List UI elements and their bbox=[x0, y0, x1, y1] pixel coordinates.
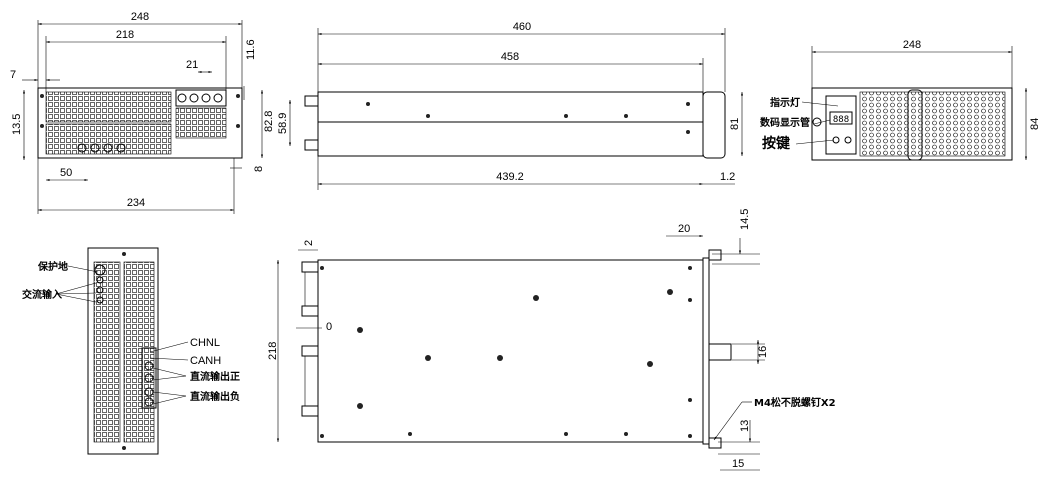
label-dc-positive: 直流输出正 bbox=[190, 370, 240, 383]
dim-length-to-handle: 439.2 bbox=[496, 171, 524, 183]
dim-inner-height: 58.9 bbox=[277, 113, 289, 134]
label-screw: M4松不脱螺钉X2 bbox=[754, 396, 836, 409]
dim-side-height: 82.8 bbox=[263, 111, 275, 132]
dim-rear-width: 248 bbox=[903, 39, 921, 51]
label-dc-negative: 直流输出负 bbox=[190, 390, 240, 403]
label-ac-input: 交流输入 bbox=[22, 288, 62, 301]
dim-left-offset: 7 bbox=[10, 69, 16, 81]
dim-height: 13.5 bbox=[11, 114, 23, 135]
dim-screw-offset: 20 bbox=[678, 223, 690, 235]
label-canh: CANH bbox=[190, 355, 221, 367]
dim-top-offset: 11.6 bbox=[245, 39, 257, 60]
panel-view: 保护地 交流输入 CHNL CANH 直流输出正 直流输出负 bbox=[22, 247, 240, 455]
dim-bottom-width: 50 bbox=[60, 167, 72, 179]
dim-depth: 218 bbox=[267, 342, 279, 360]
dim-zero: 0 bbox=[326, 321, 332, 333]
dim-overall-length: 460 bbox=[513, 21, 531, 33]
label-chnl: CHNL bbox=[190, 337, 220, 349]
digital-display: 888 bbox=[833, 115, 849, 125]
label-indicator: 指示灯 bbox=[770, 96, 800, 109]
dim-connector-width: 21 bbox=[186, 59, 198, 71]
side-view: 460 458 82.8 58.9 439.2 1.2 81 bbox=[260, 21, 744, 190]
dim-inner-width: 218 bbox=[116, 29, 134, 41]
dim-handle: 16 bbox=[757, 346, 769, 358]
dim-mount-width: 234 bbox=[127, 197, 145, 209]
dim-body-length: 458 bbox=[501, 51, 519, 63]
label-ground: 保护地 bbox=[37, 260, 68, 273]
dim-handle-offset: 1.2 bbox=[720, 171, 735, 183]
front-view: 248 218 7 21 11.6 13.5 50 8 234 bbox=[10, 11, 265, 214]
dim-bottom-screw: 13 bbox=[739, 420, 751, 432]
top-view: 2 0 218 20 14.5 16 13 15 M4松不脱螺钉X2 bbox=[267, 209, 836, 471]
rear-view: 888 指示灯 数码显示管 按键 248 84 bbox=[760, 39, 1041, 161]
dim-top-screw: 14.5 bbox=[739, 209, 751, 230]
dim-right-offset: 8 bbox=[253, 166, 265, 172]
dim-small-gap: 2 bbox=[303, 240, 315, 246]
dim-rear-height: 84 bbox=[1029, 118, 1041, 130]
dim-overall-width: 248 bbox=[131, 11, 149, 23]
dim-screw-length: 15 bbox=[732, 458, 744, 470]
label-display: 数码显示管 bbox=[760, 116, 810, 129]
dim-body-height: 81 bbox=[729, 118, 741, 130]
label-button: 按键 bbox=[762, 135, 791, 152]
